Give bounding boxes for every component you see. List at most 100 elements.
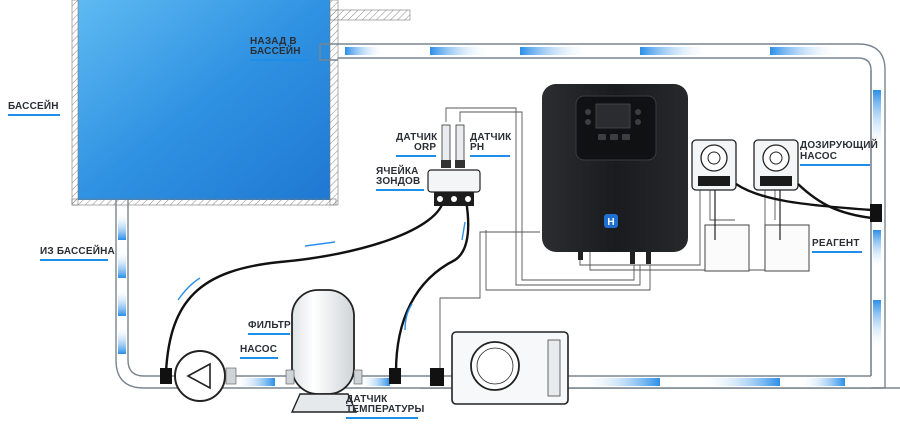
label-cells-line1: ЯЧЕЙКА xyxy=(376,166,419,177)
label-underline xyxy=(248,333,290,335)
pump-port xyxy=(160,368,172,384)
flow-arrow-icon xyxy=(700,378,780,386)
flow-arrow-icon xyxy=(873,300,881,350)
flow-arrow-icon xyxy=(360,378,390,386)
controller-button xyxy=(635,119,641,125)
orp-probe-cap xyxy=(441,160,451,168)
injection-lines xyxy=(735,183,873,220)
dosing-pump-1 xyxy=(691,139,737,191)
cell-port-icon xyxy=(437,196,443,202)
cell-port-icon xyxy=(451,196,457,202)
sample-tubes xyxy=(164,197,470,373)
flow-arrow-icon xyxy=(118,250,126,278)
label-from-pool: ИЗ БАССЕЙНА xyxy=(40,246,115,257)
pipe-loop xyxy=(115,43,900,389)
label-underline xyxy=(812,251,862,253)
pool-water xyxy=(78,0,330,200)
orp-probe xyxy=(441,124,451,166)
injection-point xyxy=(870,204,882,222)
label-underline xyxy=(396,155,436,157)
label-dosing-line1: ДОЗИРУЮЩИЙ xyxy=(800,140,878,151)
label-underline xyxy=(250,59,310,61)
flow-arrow-icon xyxy=(345,47,385,55)
label-reagent: РЕАГЕНТ xyxy=(812,238,860,249)
label-underline xyxy=(346,417,418,419)
ph-probe-cap xyxy=(455,160,465,168)
controller-button xyxy=(585,109,591,115)
circulation-pump xyxy=(160,350,237,402)
heat-pump-side-panel xyxy=(547,339,561,397)
flow-arrow-icon xyxy=(118,212,126,240)
label-temp-line1: ДАТЧИК xyxy=(346,394,388,405)
label-orp-line1: ДАТЧИК xyxy=(396,132,438,143)
flow-arrow-icon xyxy=(580,378,660,386)
flow-arrow-icon xyxy=(873,230,881,270)
controller-logo-icon xyxy=(604,214,618,228)
dosing-pump-2 xyxy=(753,139,799,191)
label-underline xyxy=(800,164,870,166)
label-filter: ФИЛЬТР xyxy=(248,320,291,331)
pool xyxy=(71,0,411,206)
flow-arrow-icon xyxy=(770,47,840,55)
filter-outlet xyxy=(353,369,363,385)
signal-wires xyxy=(439,107,776,370)
label-pool: БАССЕЙН xyxy=(8,101,59,112)
controller-button xyxy=(598,134,606,140)
filter-inlet xyxy=(285,369,295,385)
label-underline xyxy=(376,189,424,191)
flow-arrows xyxy=(118,47,881,386)
probe-cell-body xyxy=(427,169,481,193)
filter-tank xyxy=(291,289,355,395)
label-underline xyxy=(470,155,510,157)
label-dosing-line2: НАСОС xyxy=(800,151,838,162)
controller-button xyxy=(585,119,591,125)
flow-arrow-icon xyxy=(118,326,126,354)
fan-grille-icon xyxy=(476,347,514,385)
label-temp-line2: ТЕМПЕРАТУРЫ xyxy=(346,404,425,415)
pool-wall-bottom xyxy=(71,198,337,206)
label-underline xyxy=(8,114,60,116)
dosing-pump-base xyxy=(760,176,792,186)
tube-flow-arrows xyxy=(177,221,466,331)
flow-arrow-icon xyxy=(118,288,126,316)
pump-triangle-icon xyxy=(186,362,211,390)
label-pump: НАСОС xyxy=(240,344,278,355)
filter xyxy=(285,289,363,413)
flow-arrow-icon xyxy=(430,47,490,55)
label-return-line2: БАССЕЙН xyxy=(250,46,301,57)
reagent-tank-1 xyxy=(704,224,750,272)
label-cells-line2: ЗОНДОВ xyxy=(376,176,421,187)
filter-stand xyxy=(290,393,358,413)
sample-port xyxy=(389,368,401,384)
pool-wall-left xyxy=(71,0,79,206)
peristaltic-rotor-icon xyxy=(707,151,721,165)
label-orp-line2: ORP xyxy=(414,142,437,153)
pool-wall-right xyxy=(329,0,339,206)
cell-port-icon xyxy=(465,196,471,202)
controller-gland xyxy=(646,250,651,264)
controller-gland xyxy=(578,250,583,260)
probe-cell xyxy=(427,124,481,206)
controller-gland xyxy=(630,250,635,264)
heat-pump xyxy=(451,331,569,405)
pump-flange xyxy=(225,367,237,385)
controller-button xyxy=(635,109,641,115)
label-ph-line2: PH xyxy=(470,142,485,153)
label-return-line1: НАЗАД В xyxy=(250,36,297,47)
flow-arrow-icon xyxy=(235,378,275,386)
pool-deck xyxy=(329,9,411,21)
label-underline xyxy=(40,259,108,261)
ph-probe xyxy=(455,124,465,166)
peristaltic-head-icon xyxy=(762,144,790,172)
flow-arrow-icon xyxy=(520,47,590,55)
controller-logo-letter: H xyxy=(607,217,614,228)
peristaltic-rotor-icon xyxy=(769,151,783,165)
controller-button xyxy=(622,134,630,140)
controller-button xyxy=(610,134,618,140)
dosing-pump-base xyxy=(698,176,730,186)
controller: H xyxy=(542,84,688,264)
flow-arrow-icon xyxy=(640,47,710,55)
reagent-tank-2 xyxy=(764,224,810,272)
